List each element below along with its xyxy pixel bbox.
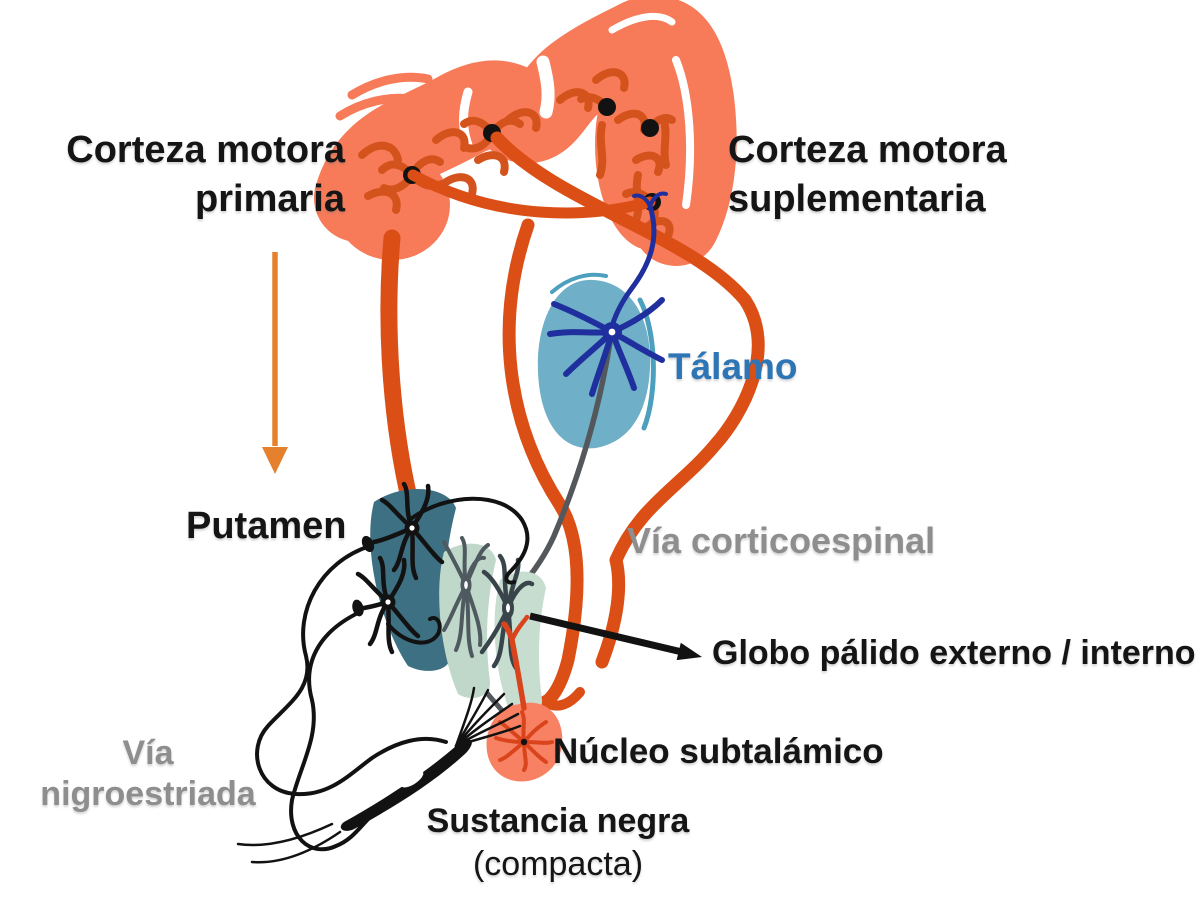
down-arrow-icon (262, 252, 288, 474)
label-supplementary-motor-cortex-line2: suplementaria (728, 177, 986, 220)
label-primary-motor-cortex: Corteza motora primaria (40, 126, 345, 223)
corticospinal-fiber-hook (540, 687, 585, 711)
label-supplementary-motor-cortex-line1: Corteza motora (728, 129, 1007, 171)
label-primary-motor-cortex-line1: Corteza motora (66, 129, 345, 171)
label-nigrostriatal-tract: Vía nigroestriada (28, 733, 268, 816)
label-substantia-nigra-line1: Sustancia negra (426, 802, 690, 840)
corticofugal-fibers (380, 131, 765, 711)
label-substantia-nigra-line2: (compacta) (472, 844, 644, 883)
label-corticospinal-tract: Vía corticoespinal (627, 520, 936, 561)
label-nigrostriatal-line1: Vía (122, 734, 174, 772)
substantia-nigra-neuron (236, 686, 522, 864)
soma (520, 738, 528, 746)
label-primary-motor-cortex-line2: primaria (195, 177, 345, 220)
gpi-to-thalamus-line (517, 339, 613, 591)
corticospinal-fiber-2 (502, 218, 584, 709)
label-nigrostriatal-line2: nigroestriada (40, 775, 256, 814)
corticospinal-fiber-1 (490, 131, 765, 669)
subthalamo-pallidal-axon (501, 614, 530, 711)
thalamic-neuron (547, 191, 668, 397)
label-globus-pallidus: Globo pálido externo / interno (712, 634, 1196, 672)
label-putamen: Putamen (186, 505, 347, 547)
label-substantia-nigra: Sustancia negra (compacta) (398, 800, 718, 885)
label-supplementary-motor-cortex: Corteza motora suplementaria (728, 126, 1007, 223)
cortex-accent-stroke (347, 72, 433, 100)
putamen-neuron-1 (361, 481, 445, 581)
gpe-neuron (442, 536, 490, 658)
cortico-cortical-fiber (407, 169, 656, 219)
tail-fibers (236, 822, 342, 864)
axon-fan (454, 686, 522, 748)
cortex-accent-stroke (335, 93, 417, 121)
motor-cortex-shape (314, 0, 737, 266)
cortico-putamen-fiber (380, 229, 419, 511)
nigrostriatal-loops (255, 496, 530, 852)
right-arrow-icon (529, 612, 702, 661)
thalamus-outline-arc (550, 272, 608, 294)
label-subthalamic-nucleus: Núcleo subtalámico (553, 732, 884, 771)
thalamic-axon (608, 203, 657, 333)
label-thalamus: Tálamo (668, 346, 798, 387)
